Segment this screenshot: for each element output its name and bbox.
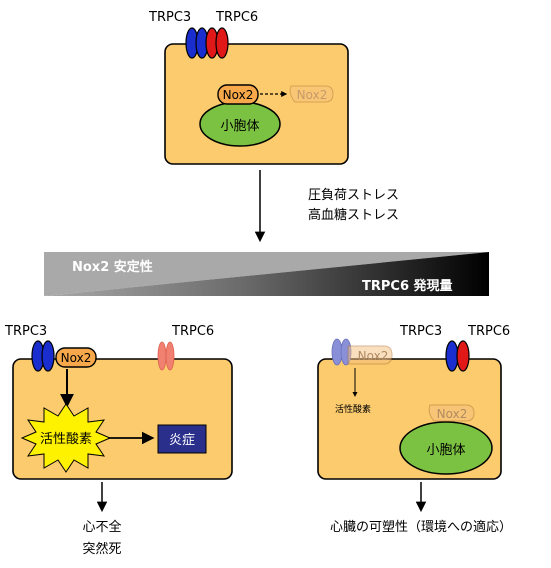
trpc6-expression-label: TRPC6 発現量	[362, 278, 453, 294]
top-trpc6-channel	[205, 27, 229, 59]
right-trpc6-channel	[456, 340, 470, 372]
top-nox2-degraded	[289, 85, 334, 103]
right-organelle-label: 小胞体	[426, 443, 465, 458]
right-nox2-faded	[347, 345, 393, 365]
right-ros-label: 活性酸素	[335, 403, 371, 415]
left-trpc6-channel-low	[157, 341, 175, 371]
right-nox2-faded-label: Nox2	[358, 349, 389, 363]
top-trpc3-label: TRPC3	[148, 10, 191, 25]
top-trpc6-label: TRPC6	[215, 10, 258, 25]
top-trpc3-channel	[185, 27, 209, 59]
left-trpc3-label: TRPC3	[4, 324, 47, 339]
right-outcome: 心臓の可塑性（環境への適応）	[330, 519, 512, 535]
left-ros-label: 活性酸素	[40, 432, 92, 447]
left-outcome-1: 心不全	[82, 519, 121, 535]
right-trpc6-label: TRPC6	[467, 324, 510, 339]
left-trpc3-channel	[31, 340, 55, 372]
top-nox2	[217, 84, 259, 105]
stress-label-1: 圧負荷ストレス	[308, 188, 399, 203]
stress-label-2: 高血糖ストレス	[308, 207, 399, 223]
left-nox2	[55, 347, 97, 368]
left-nox2-label: Nox2	[61, 351, 92, 365]
left-trpc6-label: TRPC6	[171, 324, 214, 339]
left-inflammation-box	[157, 424, 207, 454]
left-inflammation-label: 炎症	[169, 433, 195, 448]
nox2-stability-label: Nox2 安定性	[72, 259, 153, 275]
right-organelle	[399, 421, 493, 475]
left-ros-burst	[20, 403, 112, 473]
top-nox2-degraded-label: Nox2	[297, 88, 328, 102]
right-nox2-faded-label-2: Nox2	[437, 407, 468, 421]
left-outcome-2: 突然死	[82, 541, 121, 557]
right-trpc3-label: TRPC3	[399, 324, 442, 339]
gradient-bar	[44, 252, 489, 296]
right-nox2-faded-2	[428, 404, 475, 422]
top-nox2-label: Nox2	[223, 88, 254, 102]
right-trpc3-channel	[445, 340, 459, 372]
top-organelle-label: 小胞体	[220, 119, 259, 134]
